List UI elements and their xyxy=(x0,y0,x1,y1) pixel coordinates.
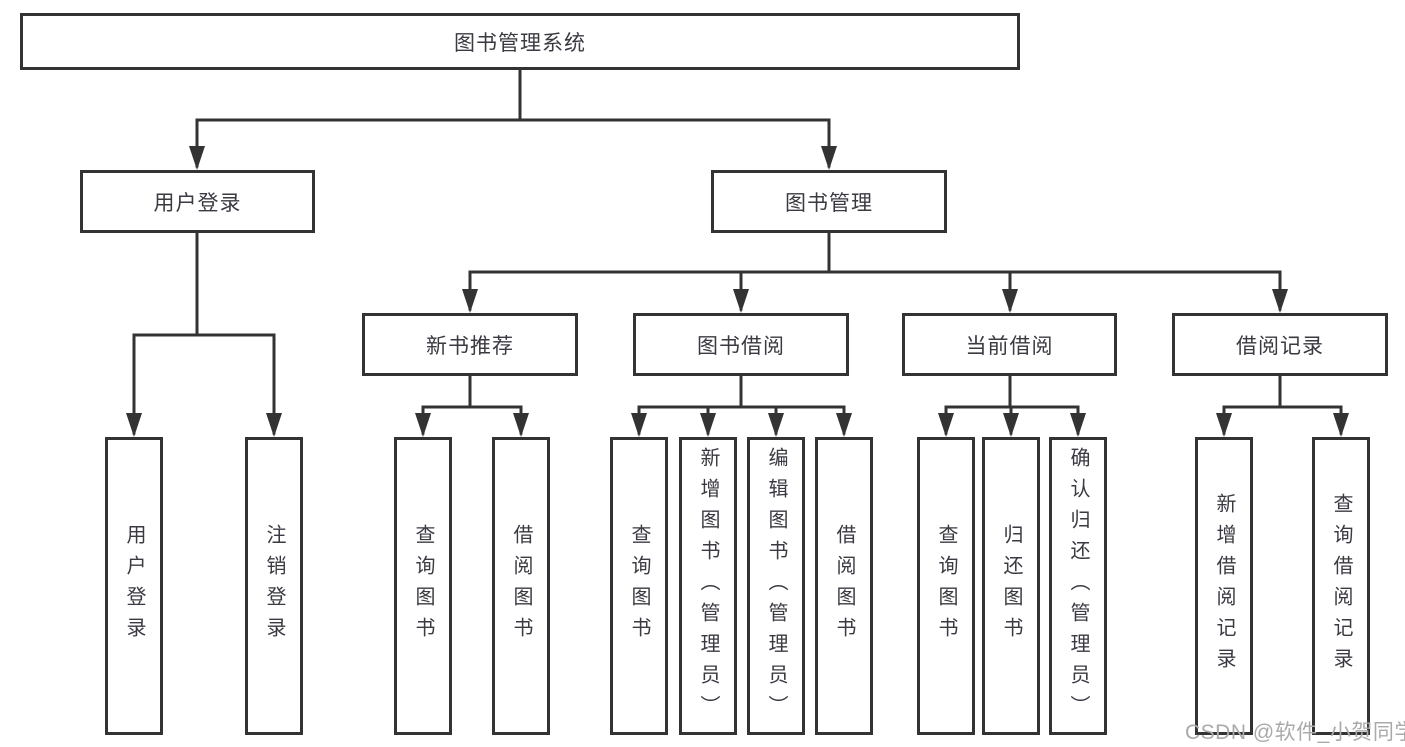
node-leaf-return-book: 归还图书 xyxy=(982,437,1040,735)
node-leaf-add-borrow-record-label: 新增借阅记录 xyxy=(1213,493,1235,679)
node-library-management-system: 图书管理系统 xyxy=(20,13,1020,70)
node-book-management: 图书管理 xyxy=(711,170,947,233)
node-leaf-query-borrow-record: 查询借阅记录 xyxy=(1312,437,1370,735)
arrowheads xyxy=(126,146,1349,437)
node-leaf-borrow-books: 借阅图书 xyxy=(815,437,873,735)
node-leaf-query-borrow-record-label: 查询借阅记录 xyxy=(1330,493,1352,679)
node-leaf-query-books-current-label: 查询图书 xyxy=(935,524,957,648)
connector-root-to-level2 xyxy=(195,68,831,168)
node-leaf-query-books-recommend-label: 查询图书 xyxy=(412,524,434,648)
arrowhead-icon xyxy=(733,289,749,313)
node-leaf-confirm-return-admin-label: 确认归还（管理员） xyxy=(1067,446,1089,726)
arrowhead-icon xyxy=(1002,289,1018,313)
node-leaf-user-login-label: 用户登录 xyxy=(123,524,145,648)
arrowhead-icon xyxy=(266,413,282,437)
connector-userlogin-to-leaves xyxy=(132,231,276,435)
node-leaf-add-book-admin: 新增图书（管理员） xyxy=(679,437,737,735)
node-leaf-edit-book-admin-label: 编辑图书（管理员） xyxy=(765,446,787,726)
node-leaf-query-books-current: 查询图书 xyxy=(917,437,975,735)
arrowhead-icon xyxy=(1216,413,1232,437)
node-new-book-recommend: 新书推荐 xyxy=(362,313,578,376)
node-current-borrowing: 当前借阅 xyxy=(902,313,1117,376)
connector-borrowrecord-to-leaves xyxy=(1222,374,1343,435)
arrowhead-icon xyxy=(1333,413,1349,437)
node-borrowing-records: 借阅记录 xyxy=(1172,313,1388,376)
node-leaf-return-book-label: 归还图书 xyxy=(1000,524,1022,648)
node-leaf-borrow-books-recommend-label: 借阅图书 xyxy=(510,524,532,648)
node-leaf-query-books-borrow: 查询图书 xyxy=(610,437,668,735)
node-leaf-logout: 注销登录 xyxy=(245,437,303,735)
connector-bookborrow-to-leaves xyxy=(637,374,846,435)
arrowhead-icon xyxy=(1070,413,1086,437)
arrowhead-icon xyxy=(513,413,529,437)
node-leaf-logout-label: 注销登录 xyxy=(263,524,285,648)
arrowhead-icon xyxy=(126,413,142,437)
arrowhead-icon xyxy=(462,289,478,313)
arrowhead-icon xyxy=(415,413,431,437)
arrowhead-icon xyxy=(1272,289,1288,313)
connector-newbook-to-leaves xyxy=(421,374,523,435)
node-leaf-user-login: 用户登录 xyxy=(105,437,163,735)
node-leaf-borrow-books-label: 借阅图书 xyxy=(833,524,855,648)
arrowhead-icon xyxy=(700,413,716,437)
arrowhead-icon xyxy=(189,146,205,170)
csdn-watermark: CSDN @软件_小贺同学 xyxy=(1185,721,1405,744)
node-leaf-query-books-borrow-label: 查询图书 xyxy=(628,524,650,648)
arrowhead-icon xyxy=(768,413,784,437)
arrowhead-icon xyxy=(938,413,954,437)
arrowhead-icon xyxy=(821,146,837,170)
node-leaf-add-borrow-record: 新增借阅记录 xyxy=(1195,437,1253,735)
node-leaf-add-book-admin-label: 新增图书（管理员） xyxy=(697,446,719,726)
arrowhead-icon xyxy=(836,413,852,437)
node-leaf-query-books-recommend: 查询图书 xyxy=(394,437,452,735)
connector-bookmgmt-to-level3 xyxy=(468,231,1282,311)
node-leaf-edit-book-admin: 编辑图书（管理员） xyxy=(747,437,805,735)
node-book-borrowing: 图书借阅 xyxy=(633,313,849,376)
node-leaf-confirm-return-admin: 确认归还（管理员） xyxy=(1049,437,1107,735)
node-user-login: 用户登录 xyxy=(80,170,315,233)
arrowhead-icon xyxy=(631,413,647,437)
node-leaf-borrow-books-recommend: 借阅图书 xyxy=(492,437,550,735)
arrowhead-icon xyxy=(1003,413,1019,437)
